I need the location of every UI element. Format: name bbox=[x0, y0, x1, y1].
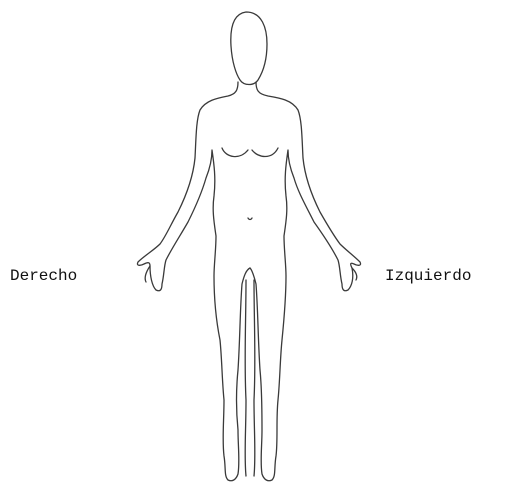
chest-right bbox=[252, 148, 278, 157]
chest-left bbox=[222, 148, 248, 157]
head-outline bbox=[231, 12, 267, 85]
inner-leg-right bbox=[254, 280, 255, 476]
thumb-right-hand bbox=[145, 266, 150, 282]
body-left-contour bbox=[137, 82, 250, 481]
right-side-label: Derecho bbox=[10, 268, 77, 284]
body-right-contour bbox=[250, 82, 361, 481]
navel bbox=[248, 218, 252, 220]
inner-leg-left bbox=[245, 280, 246, 476]
left-side-label: Izquierdo bbox=[385, 268, 471, 284]
